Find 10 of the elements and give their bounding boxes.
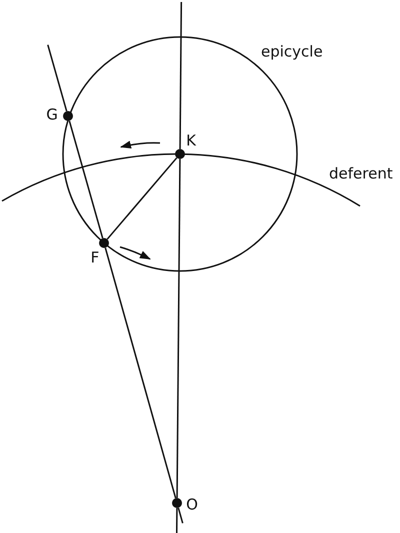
- point-label: O: [186, 498, 198, 512]
- point-label: K: [186, 134, 196, 148]
- curve-label: deferent: [329, 166, 393, 182]
- point-label: G: [46, 108, 58, 122]
- connecting-line: [104, 248, 176, 498]
- connecting-line: [68, 120, 104, 238]
- curve-label: epicycle: [261, 44, 323, 60]
- connecting-line: [106, 157, 178, 240]
- connecting-line: [176, 159, 181, 498]
- point-label: F: [90, 250, 100, 266]
